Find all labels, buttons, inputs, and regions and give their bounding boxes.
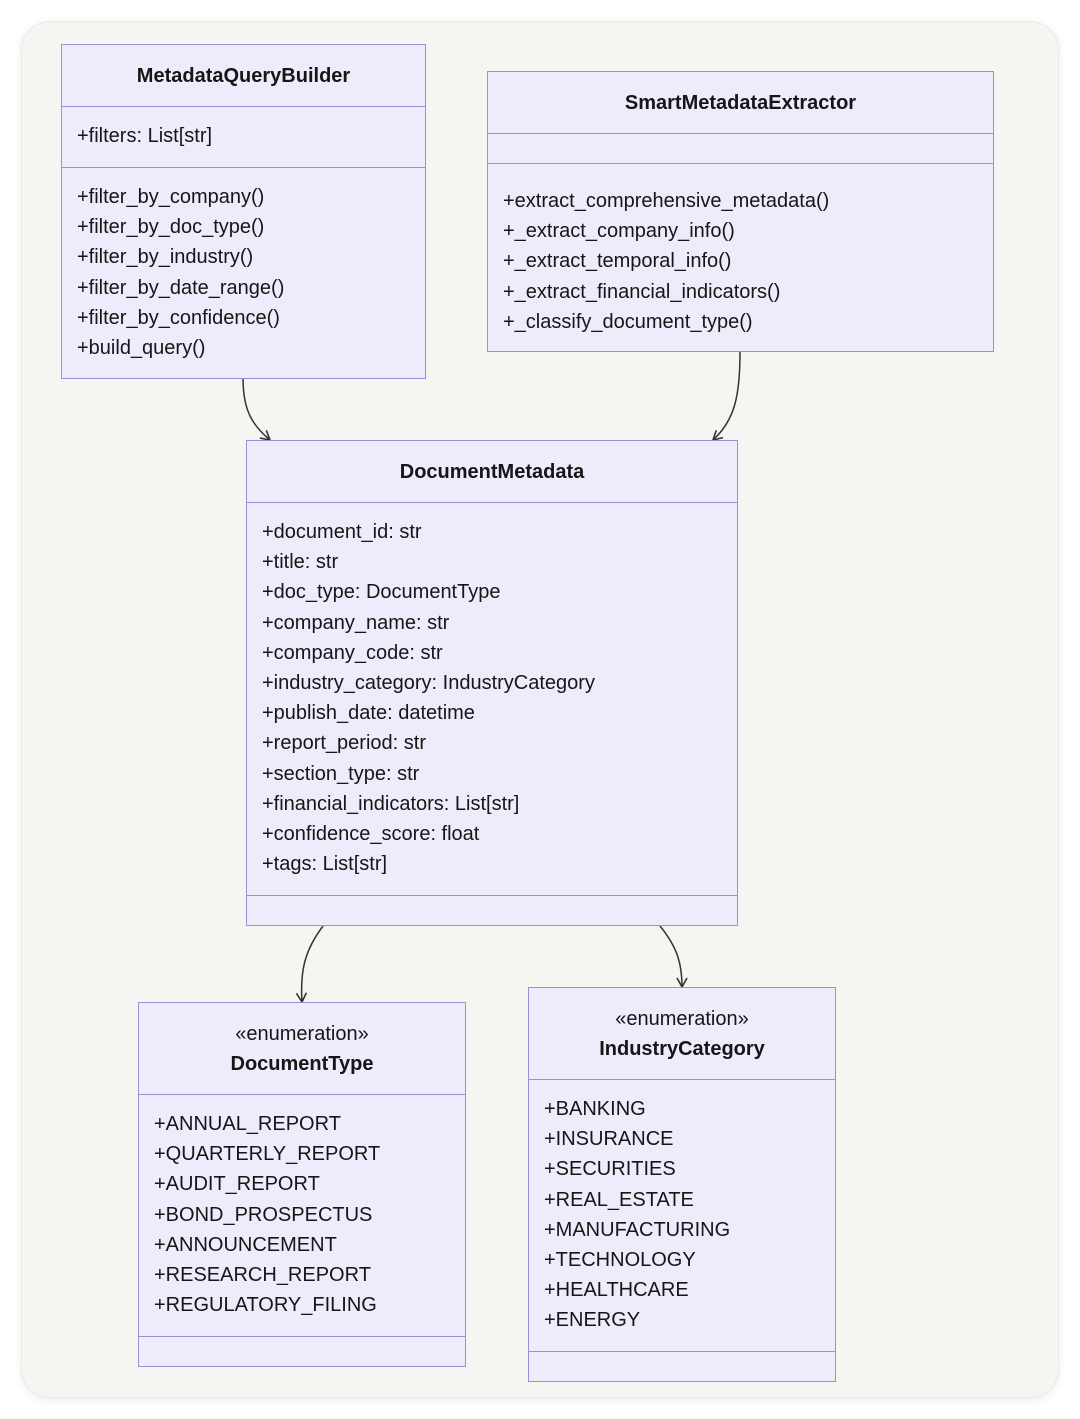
class-name: SmartMetadataExtractor [624, 91, 857, 114]
class-header: «enumeration» DocumentType [139, 1003, 465, 1095]
class-attribute: +BOND_PROSPECTUS [154, 1203, 373, 1226]
class-attribute: +company_code: str [262, 641, 443, 664]
class-attribute: +financial_indicators: List[str] [262, 792, 520, 815]
class-attribute: +document_id: str [262, 521, 422, 543]
class-attribute: +ANNOUNCEMENT [154, 1233, 337, 1256]
class-attribute: +HEALTHCARE [544, 1279, 689, 1302]
class-method: +filter_by_confidence() [77, 306, 280, 329]
class-attribute: +filters: List[str] [77, 125, 213, 147]
class-method: +_extract_financial_indicators() [503, 280, 781, 303]
class-attribute: +confidence_score: float [262, 823, 480, 846]
class-attribute: +INSURANCE [544, 1128, 674, 1151]
class-attribute: +TECHNOLOGY [544, 1249, 696, 1272]
class-methods: +filter_by_company() +filter_by_doc_type(… [62, 168, 425, 363]
class-method: +filter_by_doc_type() [77, 216, 265, 239]
class-attribute: +SECURITIES [544, 1158, 676, 1181]
class-attribute: +AUDIT_REPORT [154, 1173, 320, 1196]
class-name: DocumentType [230, 1052, 374, 1075]
class-attribute: +title: str [262, 551, 339, 574]
class-attribute: +report_period: str [262, 732, 426, 755]
class-method: +build_query() [77, 337, 206, 360]
class-methods: +extract_comprehensive_metadata() +_extra… [488, 164, 993, 337]
class-method: +_extract_company_info() [503, 220, 735, 243]
class-attribute: +REGULATORY_FILING [154, 1294, 377, 1317]
class-method: +_classify_document_type() [503, 310, 753, 333]
class-box-metadata-query-builder[interactable]: MetadataQueryBuilder +filters: List[str]… [61, 44, 426, 379]
class-method: +extract_comprehensive_metadata() [503, 190, 830, 212]
class-attribute: +ENERGY [544, 1309, 641, 1332]
class-stereotype: «enumeration» [235, 1022, 369, 1045]
class-header: MetadataQueryBuilder [62, 45, 425, 107]
class-attribute: +REAL_ESTATE [544, 1188, 694, 1211]
class-attribute: +section_type: str [262, 762, 420, 785]
class-box-industry-category[interactable]: «enumeration» IndustryCategory +BANKING+… [528, 987, 836, 1382]
class-stereotype: «enumeration» [615, 1007, 749, 1030]
class-method: +filter_by_company() [77, 186, 265, 208]
class-attribute: +BANKING [544, 1098, 646, 1120]
class-attributes [488, 134, 993, 164]
class-attribute: +MANUFACTURING [544, 1218, 731, 1241]
class-attributes: +filters: List[str] [62, 107, 425, 168]
class-header: SmartMetadataExtractor [488, 72, 993, 134]
class-method: +filter_by_date_range() [77, 276, 285, 299]
class-header: DocumentMetadata [247, 441, 737, 503]
class-attribute: +QUARTERLY_REPORT [154, 1143, 381, 1166]
class-method: +_extract_temporal_info() [503, 250, 732, 273]
class-attributes: +document_id: str +title: str +doc_type: D… [247, 503, 737, 896]
class-box-smart-metadata-extractor[interactable]: SmartMetadataExtractor +extract_comprehe… [487, 71, 994, 352]
class-attributes: +ANNUAL_REPORT +QUARTERLY_REPORT +AUDIT_RE… [139, 1095, 465, 1337]
class-name: MetadataQueryBuilder [136, 64, 351, 87]
class-attribute: +RESEARCH_REPORT [154, 1264, 371, 1287]
class-attribute: +doc_type: DocumentType [262, 581, 501, 604]
class-attribute: +publish_date: datetime [262, 702, 475, 725]
class-name: DocumentMetadata [399, 460, 585, 483]
class-attribute: +company_name: str [262, 611, 450, 634]
class-name: IndustryCategory [599, 1037, 765, 1060]
class-box-document-type[interactable]: «enumeration» DocumentType +ANNUAL_REPOR… [138, 1002, 466, 1367]
class-attribute: +tags: List[str] [262, 853, 388, 876]
class-box-document-metadata[interactable]: DocumentMetadata +document_id: str +title… [246, 440, 738, 926]
class-attribute: +ANNUAL_REPORT [154, 1113, 341, 1135]
class-method: +filter_by_industry() [77, 246, 254, 269]
class-attributes: +BANKING +INSURANCE +SECURITIES +REAL_ESTAT… [529, 1080, 835, 1352]
class-attribute: +industry_category: IndustryCategory [262, 672, 595, 695]
class-header: «enumeration» IndustryCategory [529, 988, 835, 1080]
